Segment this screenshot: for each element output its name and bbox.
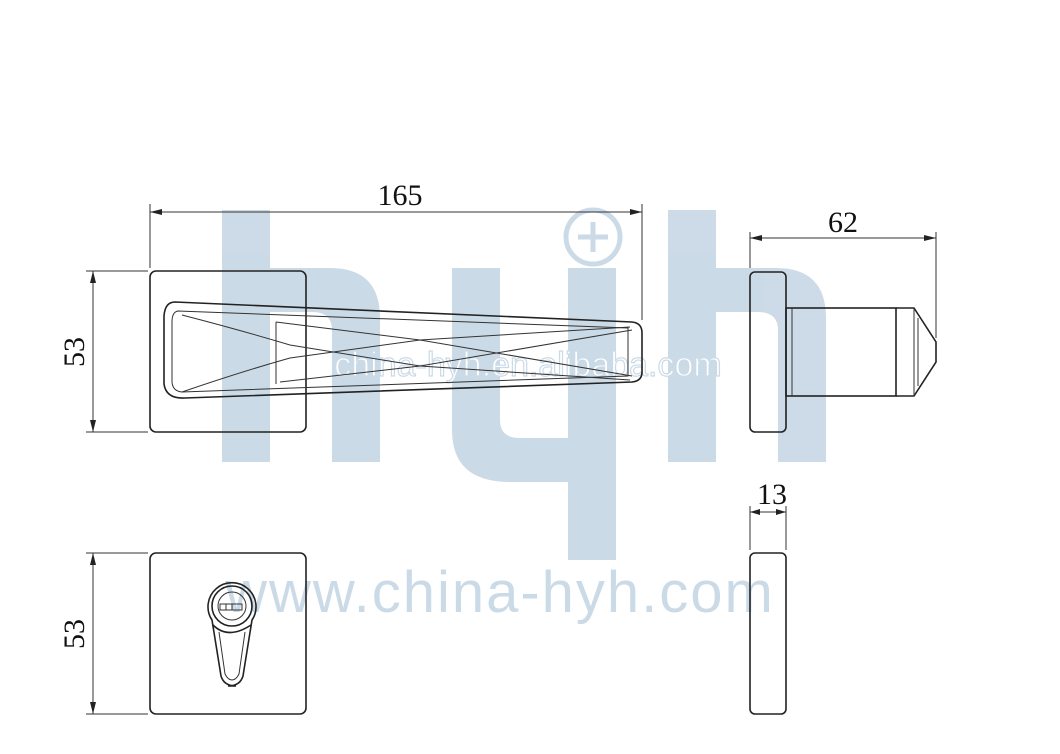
watermark-bottom-text: www.china-hyh.com — [224, 560, 775, 625]
dimension-62-label: 62 — [828, 206, 858, 239]
dimension-165-label: 165 — [378, 179, 423, 212]
watermark-mid-text: china-hyh.en.alibaba.com — [334, 346, 721, 384]
lever-outline — [163, 301, 643, 399]
cylinder-rose-side-view — [749, 552, 787, 715]
watermark-plus-icon — [563, 207, 623, 267]
rose-plate-bottom — [149, 552, 307, 715]
dimension-53-top: 53 — [58, 270, 148, 433]
cylinder-rose-front-view — [149, 552, 307, 715]
spindle-tip — [896, 307, 937, 397]
dimension-53-bottom: 53 — [58, 552, 148, 715]
handle-side-view — [749, 271, 937, 433]
rose-plate-top — [149, 270, 307, 433]
handle-front-view — [149, 270, 643, 433]
watermark-logo — [222, 210, 826, 560]
watermark: china-hyh.en.alibaba.com www.china-hyh.c… — [222, 207, 826, 625]
dimension-53-top-label: 53 — [58, 337, 91, 367]
spindle-body — [785, 307, 897, 397]
dimension-13-label: 13 — [757, 478, 787, 511]
keyhole-icon — [207, 581, 257, 687]
dimension-13: 13 — [749, 478, 787, 550]
dimension-53-bottom-label: 53 — [58, 619, 91, 649]
dimension-62: 62 — [749, 206, 937, 338]
rose-side-bottom — [749, 552, 787, 715]
dimension-165: 165 — [149, 179, 643, 320]
